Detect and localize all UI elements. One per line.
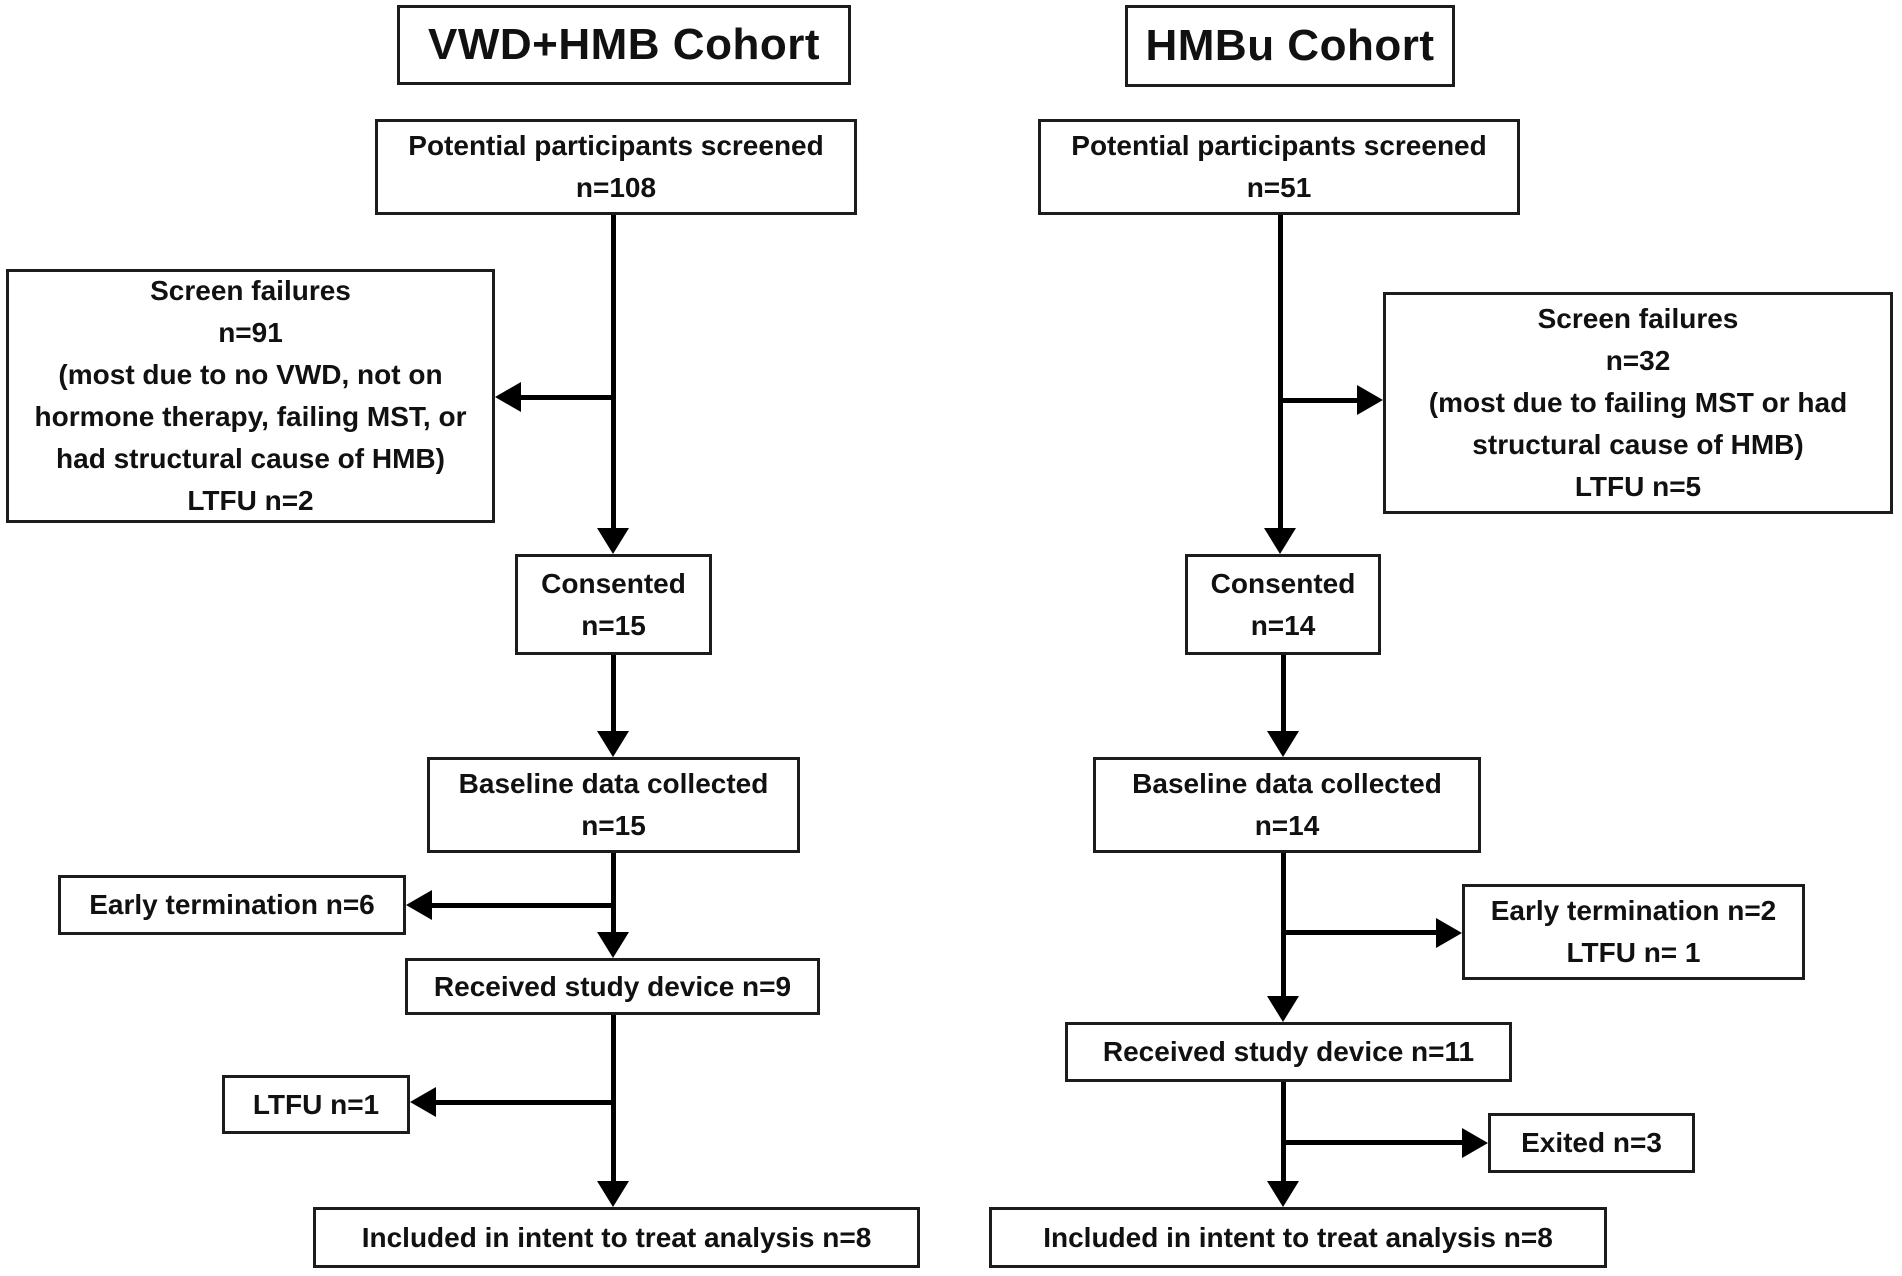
connector-line [1281, 655, 1286, 731]
arrowhead-right-icon [1436, 918, 1462, 948]
box-text-line: LTFU n=2 [187, 485, 314, 516]
box-text-line: Potential participants screened [408, 130, 824, 161]
connector-line [521, 395, 616, 400]
connector-line [1281, 1082, 1286, 1181]
arrowhead-down-icon [1267, 731, 1299, 757]
arrowhead-right-icon [1462, 1128, 1488, 1158]
connector-line [611, 1015, 616, 1181]
arrowhead-down-icon [597, 528, 629, 554]
box-text-line: LTFU n=5 [1574, 471, 1702, 502]
box-text-line: n=15 [581, 810, 646, 841]
box-text-line: Included in intent to treat analysis n=8 [361, 1221, 872, 1253]
arrowhead-left-icon [495, 382, 521, 412]
box-text-line: LTFU n= 1 [1566, 937, 1701, 968]
arrowhead-down-icon [597, 731, 629, 757]
box-text-line: LTFU n=1 [252, 1088, 380, 1120]
box-text-line: Received study device n=11 [1102, 1036, 1475, 1067]
box-text-line: Potential participants screened [1071, 130, 1487, 161]
vwd-received-device-box: Received study device n=9 [405, 958, 820, 1015]
box-text-line: hormone therapy, failing MST, or [34, 401, 467, 432]
box-text-line: n=51 [1246, 172, 1312, 203]
box-text-line: n=14 [1250, 609, 1316, 641]
vwd-early-termination-box: Early termination n=6 [58, 875, 406, 935]
vwd-consented-box: Consented n=15 [515, 554, 712, 655]
box-text-line: Baseline data collected [458, 768, 769, 799]
box-text-line: Included in intent to treat analysis n=8 [1043, 1221, 1553, 1253]
arrowhead-down-icon [597, 1181, 629, 1207]
box-text-line: Received study device n=9 [433, 970, 792, 1002]
connector-line [436, 1100, 616, 1105]
box-text-line: Early termination n=6 [89, 889, 375, 920]
hmbu-received-device-box: Received study device n=11 [1065, 1022, 1512, 1082]
connector-line [1284, 1140, 1462, 1145]
hmbu-screen-failures-box: Screen failures n=32 (most due to failin… [1383, 292, 1893, 514]
vwd-screen-failures-box: Screen failures n=91 (most due to no VWD… [6, 269, 495, 523]
hmbu-baseline-box: Baseline data collected n=14 [1093, 757, 1481, 853]
box-text-line: had structural cause of HMB) [56, 443, 445, 474]
hmbu-consented-box: Consented n=14 [1185, 554, 1381, 655]
hmbu-cohort-title-box: HMBu Cohort [1125, 5, 1455, 87]
hmbu-exited-box: Exited n=3 [1488, 1113, 1695, 1173]
box-text-line: Exited n=3 [1521, 1127, 1662, 1158]
box-text-line: structural cause of HMB) [1472, 429, 1804, 460]
box-text-line: n=108 [575, 172, 657, 203]
box-text-line: (most due to failing MST or had [1428, 387, 1848, 418]
vwd-baseline-box: Baseline data collected n=15 [427, 757, 800, 853]
vwd-screened-box: Potential participants screened n=108 [375, 119, 857, 215]
box-text-line: Screen failures [150, 275, 351, 306]
vwd-included-itt-box: Included in intent to treat analysis n=8 [313, 1207, 920, 1268]
arrowhead-left-icon [410, 1087, 436, 1117]
arrowhead-left-icon [406, 890, 432, 920]
arrowhead-down-icon [1264, 528, 1296, 554]
box-text-line: (most due to no VWD, not on [58, 359, 443, 390]
connector-line [1281, 398, 1357, 403]
box-text-line: n=14 [1254, 810, 1320, 841]
arrowhead-down-icon [1267, 1181, 1299, 1207]
box-text-line: Early termination n=2 [1490, 895, 1777, 926]
cohort-title-text: HMBu Cohort [1145, 21, 1435, 70]
box-text-line: Baseline data collected [1132, 768, 1442, 799]
vwd-cohort-title-box: VWD+HMB Cohort [397, 5, 851, 85]
arrowhead-right-icon [1357, 385, 1383, 415]
connector-line [432, 903, 616, 908]
box-text-line: n=32 [1605, 345, 1671, 376]
connector-line [611, 215, 616, 528]
box-text-line: n=15 [581, 609, 646, 641]
arrowhead-down-icon [1267, 996, 1299, 1022]
connector-line [611, 655, 616, 731]
vwd-ltfu-box: LTFU n=1 [222, 1075, 410, 1134]
connector-line [1278, 215, 1283, 528]
connector-line [1284, 930, 1436, 935]
hmbu-included-itt-box: Included in intent to treat analysis n=8 [989, 1207, 1607, 1268]
connector-line [1281, 853, 1286, 996]
box-text-line: Consented [541, 567, 686, 599]
box-text-line: Consented [1210, 567, 1356, 599]
hmbu-early-termination-box: Early termination n=2 LTFU n= 1 [1462, 884, 1805, 980]
hmbu-screened-box: Potential participants screened n=51 [1038, 119, 1520, 215]
box-text-line: Screen failures [1537, 303, 1739, 334]
connector-line [611, 853, 616, 932]
cohort-title-text: VWD+HMB Cohort [428, 20, 820, 69]
box-text-line: n=91 [218, 317, 283, 348]
arrowhead-down-icon [597, 932, 629, 958]
